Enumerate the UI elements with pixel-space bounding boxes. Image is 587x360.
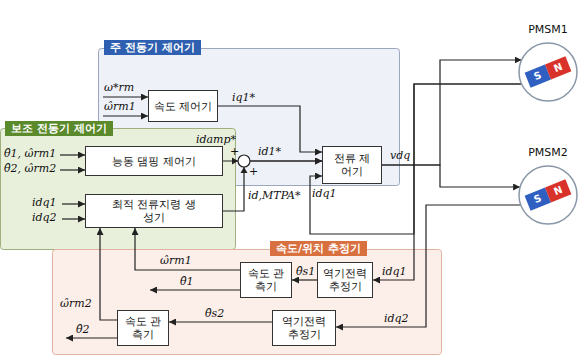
signal-arrow	[66, 337, 117, 338]
panel-title: 보조 전동기 제어기	[5, 121, 113, 136]
signal-connector	[223, 161, 322, 211]
connector-label: ω̂rm2	[60, 298, 92, 310]
connector-label: iq1*	[232, 92, 255, 104]
box-label: 능동 댐핑 제어기	[112, 155, 196, 168]
box-label: 역기전력 추정기	[322, 267, 368, 293]
connector-label: idq1	[312, 188, 337, 200]
signal-label: idq2	[32, 212, 57, 224]
panel-ground	[53, 250, 442, 355]
panel-title: 주 전동기 제어기	[104, 40, 201, 55]
signal-label: id1*	[258, 146, 281, 158]
connector-label: vdq	[390, 150, 410, 162]
motor-circle	[519, 43, 577, 101]
signal-label: +	[230, 146, 239, 158]
signal-connector	[382, 165, 520, 187]
connector-label: idq1	[382, 266, 407, 278]
connector-label: θ̂s2	[205, 308, 224, 320]
box-label: 속도 제어기	[154, 100, 213, 113]
signal-label: θ̂2, ω̂rm2	[4, 163, 56, 175]
panel-ground	[1, 129, 236, 250]
signal-connector	[292, 279, 317, 280]
process-box: 역기전력 추정기	[317, 262, 373, 298]
panel-title: 속도/위치 추정기	[270, 241, 367, 256]
motor-name: PMSM1	[528, 23, 568, 36]
signal-arrow	[62, 218, 85, 219]
motor-symbol: PMSM2SN	[518, 165, 578, 225]
signal-connector	[100, 228, 117, 320]
process-box: 속도 관측기	[117, 310, 169, 346]
process-box: 속도 제어기	[148, 90, 218, 122]
signal-label: θ̂2	[76, 324, 90, 336]
connector-label: id,MTPA*	[248, 190, 301, 202]
signal-arrow	[103, 96, 148, 97]
signal-arrow	[60, 154, 85, 155]
box-label: 속도 관측기	[123, 315, 163, 341]
signal-connector	[382, 60, 522, 165]
box-label: 최적 전류지령 생성기	[112, 198, 196, 224]
signal-label: θ̂1, ω̂rm1	[4, 148, 56, 160]
motor-symbol: PMSM1SN	[518, 42, 578, 102]
estimator-panel: 속도/위치 추정기속도 관측기역기전력 추정기속도 관측기역기전력 추정기	[52, 249, 442, 355]
connector-label: θ̂s1	[296, 266, 315, 278]
arrowhead	[232, 158, 238, 165]
motor-circle	[519, 166, 577, 224]
connector-label: idq2	[384, 313, 409, 325]
process-box: 전류 제어기	[322, 146, 382, 184]
box-label: 전류 제어기	[330, 152, 374, 178]
connector-label: ω̂rm1	[160, 255, 192, 267]
motor-name: PMSM2	[528, 146, 568, 159]
signal-label: idq1	[32, 197, 57, 209]
connector-label: idamp*	[196, 134, 236, 146]
signal-label: ω̂rm1	[104, 101, 136, 113]
signal-label: θ̂1	[180, 276, 194, 288]
box-label: 역기전력 추정기	[281, 315, 327, 341]
signal-arrow	[150, 289, 240, 290]
signal-connector	[169, 321, 272, 322]
arrowhead	[241, 167, 248, 173]
signal-connector	[373, 84, 522, 280]
panel-ground	[99, 49, 400, 186]
signal-label: +	[249, 166, 258, 178]
box-label: 속도 관측기	[246, 267, 286, 293]
process-box: 최적 전류지령 생성기	[85, 194, 223, 228]
process-box: 능동 댐핑 제어기	[85, 146, 223, 176]
signal-connector	[310, 84, 522, 234]
signal-arrow	[60, 169, 85, 170]
controller-panel: 보조 전동기 제어기능동 댐핑 제어기최적 전류지령 생성기	[0, 128, 236, 250]
signal-label: ω*rm	[104, 82, 134, 94]
summing-junction	[238, 155, 250, 167]
signal-arrow	[103, 115, 148, 116]
process-box: 속도 관측기	[240, 262, 292, 298]
signal-arrow	[62, 203, 85, 204]
process-box: 역기전력 추정기	[272, 310, 336, 346]
signal-connector	[135, 228, 240, 270]
